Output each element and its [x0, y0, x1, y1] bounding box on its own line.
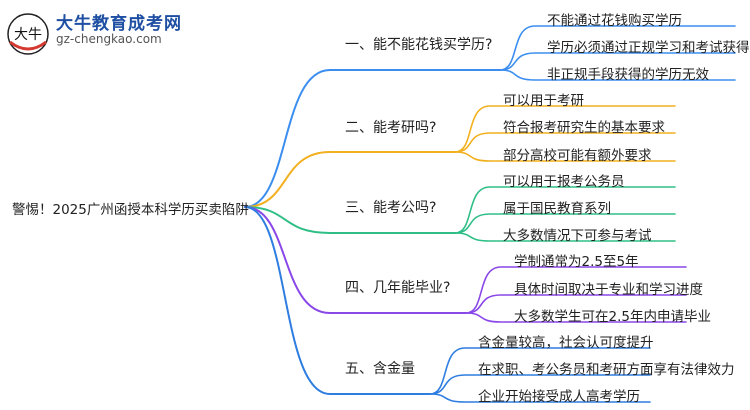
leaf-connector-2-1 [454, 105, 676, 153]
leaf-connector-5-2 [429, 374, 651, 395]
leaf-connector-3-1 [454, 186, 676, 234]
leaf-connector-1-1 [499, 25, 736, 71]
logo-mark-icon: 大牛 [7, 13, 49, 55]
leaf-connector-5-3 [429, 393, 651, 403]
leaf-4-3: 大多数学生可在2.5年内申请毕业 [514, 309, 711, 325]
branch-connector-3 [244, 206, 456, 234]
leaf-2-1: 可以用于考研 [503, 93, 584, 109]
leaf-connector-3-3 [454, 232, 676, 242]
leaf-connector-2-3 [454, 151, 676, 162]
branch-connector-5 [244, 206, 431, 395]
leaf-connector-4-3 [465, 312, 687, 323]
leaf-5-1: 含金量较高，社会认可度提升 [478, 335, 654, 351]
branch-node-2: 二、能考研吗? [345, 120, 437, 136]
branch-node-5: 五、含金量 [345, 361, 415, 377]
logo-title: 大牛教育成考网 [56, 14, 182, 34]
leaf-2-3: 部分高校可能有额外要求 [503, 148, 652, 164]
root-node: 警惕！2025广州函授本科学历买卖陷阱 [12, 202, 249, 218]
leaf-4-1: 学制通常为2.5至5年 [514, 254, 639, 270]
branch-node-4: 四、几年能毕业? [345, 280, 451, 296]
leaf-1-3: 非正规手段获得的学历无效 [547, 67, 709, 83]
leaf-connector-4-2 [465, 294, 687, 314]
leaf-4-2: 具体时间取决于专业和学习进度 [514, 282, 703, 298]
leaf-1-1: 不能通过花钱购买学历 [547, 13, 682, 29]
leaf-connector-3-2 [454, 213, 676, 234]
branch-connector-2 [244, 151, 456, 208]
leaf-3-3: 大多数情况下可参与考试 [503, 228, 652, 244]
leaf-1-2: 学历必须通过正规学习和考试获得 [547, 40, 750, 56]
leaf-3-1: 可以用于报考公务员 [503, 174, 625, 190]
leaf-connector-2-2 [454, 132, 676, 153]
leaf-connector-4-1 [465, 266, 687, 314]
branch-connector-1 [244, 69, 501, 208]
leaf-connector-1-2 [499, 52, 736, 71]
leaf-3-2: 属于国民教育系列 [503, 201, 611, 217]
branch-connector-4 [244, 206, 467, 314]
leaf-connector-5-1 [429, 347, 651, 395]
logo-badge-text: 大牛 [14, 27, 42, 43]
leaf-5-2: 在求职、考公务员和考研方面享有法律效力 [478, 362, 735, 378]
branch-node-3: 三、能考公吗? [345, 200, 437, 216]
leaf-connector-1-3 [499, 69, 736, 81]
logo-url: gz-chengkao.com [56, 32, 162, 46]
leaf-5-3: 企业开始接受成人高考学历 [478, 389, 640, 405]
logo: 大牛 [6, 12, 50, 56]
leaf-2-2: 符合报考研究生的基本要求 [503, 120, 665, 136]
branch-node-1: 一、能不能花钱买学历? [345, 37, 493, 53]
